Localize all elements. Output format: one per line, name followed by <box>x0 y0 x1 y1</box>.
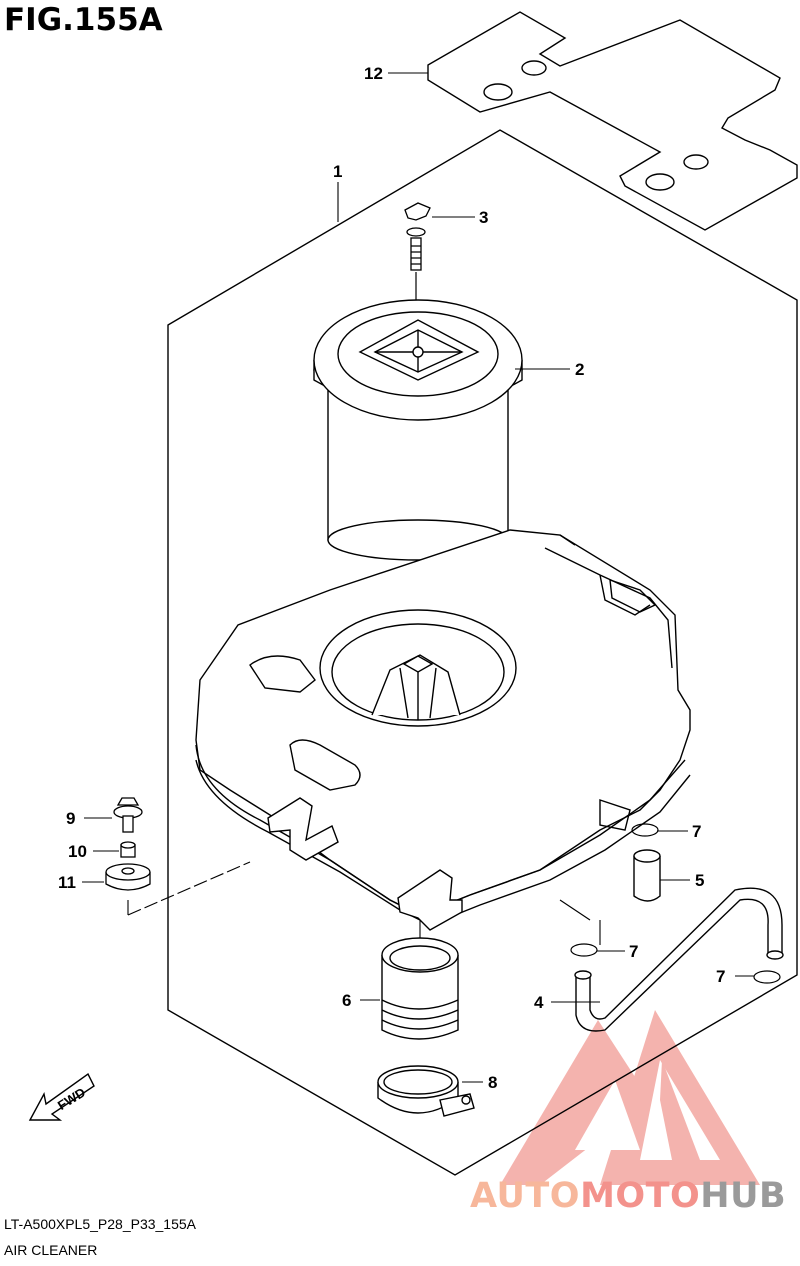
watermark-wordmark: AUTOMOTOHUB <box>470 1176 786 1216</box>
callout-8: 8 <box>488 1073 497 1092</box>
callout-2: 2 <box>575 360 584 379</box>
watermark-logo <box>500 1010 760 1185</box>
bolt-9 <box>113 797 143 833</box>
wing-bolt-3 <box>404 202 431 271</box>
outlet-tube-6 <box>381 937 459 1040</box>
hose-clamp-7c <box>753 970 781 984</box>
assembly-boundary <box>167 129 798 1176</box>
air-cleaner-box-1 <box>195 529 691 931</box>
watermark-auto: AUTO <box>470 1176 581 1216</box>
callout-7b: 7 <box>629 942 638 961</box>
diagram-caption: AIR CLEANER <box>4 1242 98 1258</box>
drain-plug-5 <box>633 849 661 902</box>
hose-clamp-7a <box>631 823 659 837</box>
callout-10: 10 <box>68 842 87 861</box>
callout-7c: 7 <box>716 967 725 986</box>
callout-12: 12 <box>364 64 383 83</box>
callout-4: 4 <box>534 993 544 1012</box>
watermark-hub: HUB <box>700 1176 787 1216</box>
callout-6: 6 <box>342 991 351 1010</box>
callout-3: 3 <box>479 208 488 227</box>
callout-7a: 7 <box>692 822 701 841</box>
callout-11: 11 <box>58 873 76 892</box>
leader-lines <box>82 72 754 1083</box>
callout-1: 1 <box>333 162 342 181</box>
figure-title: FIG.155A <box>4 2 163 38</box>
callout-5: 5 <box>695 871 704 890</box>
watermark-moto: MOTO <box>580 1176 701 1216</box>
rubber-cushion-11 <box>105 863 151 891</box>
gasket-12 <box>427 11 798 231</box>
fwd-arrow-icon: FWD <box>28 1072 95 1121</box>
hose-clamp-7b <box>570 943 598 957</box>
drain-hose-4 <box>574 887 784 1032</box>
callout-9: 9 <box>66 809 75 828</box>
band-clamp-8 <box>377 1065 475 1117</box>
air-filter-element-2 <box>313 299 523 561</box>
collar-10 <box>120 841 136 858</box>
drawing-code: LT-A500XPL5_P28_P33_155A <box>4 1216 197 1232</box>
